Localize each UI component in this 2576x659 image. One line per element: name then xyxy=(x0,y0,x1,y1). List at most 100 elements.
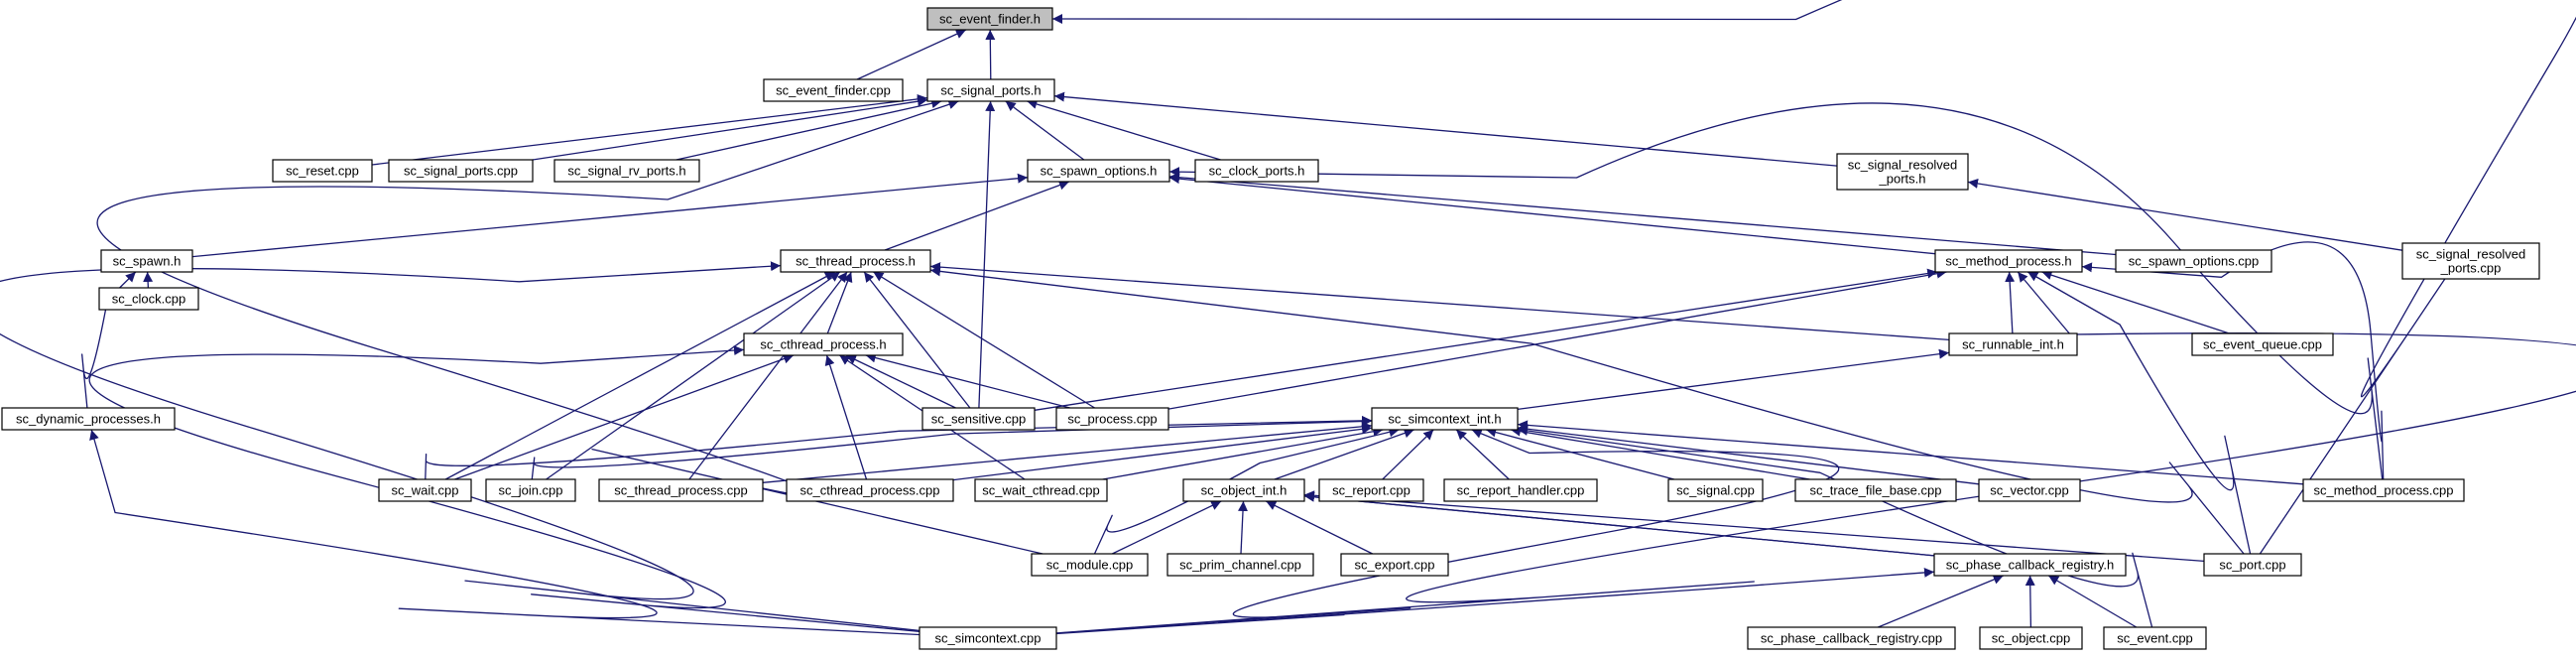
node-phase-callback-registry-h[interactable]: sc_phase_callback_registry.h xyxy=(1933,553,2127,577)
node-box xyxy=(378,478,472,502)
node-signal-ports-cpp[interactable]: sc_signal_ports.cpp xyxy=(388,159,534,183)
node-label: sc_process.cpp xyxy=(1067,412,1157,427)
node-wait-cpp[interactable]: sc_wait.cpp xyxy=(378,478,472,502)
node-label: sc_clock_ports.h xyxy=(1209,164,1305,179)
node-sensitive-cpp[interactable]: sc_sensitive.cpp xyxy=(921,407,1036,431)
node-event-finder-cpp[interactable]: sc_event_finder.cpp xyxy=(763,78,904,102)
node-dynamic-processes-h[interactable]: sc_dynamic_processes.h xyxy=(1,407,176,431)
node-box xyxy=(100,249,193,273)
edge-clock-cpp-to-spawn-h xyxy=(143,271,154,289)
edge-line xyxy=(1266,500,1373,555)
edge-sensitive-cpp-to-signal-ports-h xyxy=(978,100,996,409)
node-thread-process-cpp[interactable]: sc_thread_process.cpp xyxy=(598,478,764,502)
edge-spawn-h-to-spawn-options-h xyxy=(191,173,1029,258)
node-box xyxy=(1371,407,1519,431)
node-label: sc_trace_file_base.cpp xyxy=(1810,483,1942,498)
node-label: sc_wait_cthread.cpp xyxy=(982,483,1100,498)
edge-reset-cpp-to-signal-ports-h xyxy=(371,93,928,166)
edge-module-cpp-to-signal-ports-h xyxy=(96,99,1043,555)
node-port-cpp[interactable]: sc_port.cpp xyxy=(2203,553,2302,577)
node-object-cpp[interactable]: sc_object.cpp xyxy=(1979,626,2083,650)
node-label: sc_join.cpp xyxy=(498,483,562,498)
node-runnable-int-h[interactable]: sc_runnable_int.h xyxy=(1948,332,2078,356)
node-cthread-process-h[interactable]: sc_cthread_process.h xyxy=(743,332,904,356)
node-box xyxy=(1979,626,2083,650)
edge-report-handler-cpp-to-simcontext-int-h xyxy=(1455,429,1510,480)
node-label: _ports.h xyxy=(1879,172,1926,187)
edge-wait-cpp-to-thread-process-h xyxy=(444,271,836,480)
node-event-cpp[interactable]: sc_event.cpp xyxy=(2103,626,2207,650)
node-signal-ports-h[interactable]: sc_signal_ports.h xyxy=(926,78,1055,102)
node-wait-cthread-cpp[interactable]: sc_wait_cthread.cpp xyxy=(974,478,1108,502)
node-label: sc_signal_ports.cpp xyxy=(404,164,518,179)
node-module-cpp[interactable]: sc_module.cpp xyxy=(1031,553,1149,577)
edge-line xyxy=(444,271,836,480)
node-box xyxy=(2115,249,2272,273)
edge-line xyxy=(985,29,996,80)
edge-cthread-process-cpp-to-cthread-process-h xyxy=(824,354,868,480)
node-phase-callback-registry-cpp[interactable]: sc_phase_callback_registry.cpp xyxy=(1747,626,1956,650)
node-box xyxy=(1443,478,1598,502)
node-report-handler-cpp[interactable]: sc_report_handler.cpp xyxy=(1443,478,1598,502)
edge-vector-cpp-to-simcontext-int-h xyxy=(1517,424,1980,485)
node-report-cpp[interactable]: sc_report.cpp xyxy=(1318,478,1424,502)
node-signal-rv-ports-h[interactable]: sc_signal_rv_ports.h xyxy=(553,159,700,183)
node-label: sc_simcontext_int.h xyxy=(1388,412,1501,427)
node-box xyxy=(2191,332,2334,356)
edge-line xyxy=(2005,271,2016,334)
node-object-int-h[interactable]: sc_object_int.h xyxy=(1182,478,1305,502)
edge-line xyxy=(1055,567,1935,635)
edge-cthread-process-cpp-to-simcontext-int-h xyxy=(952,424,1373,481)
node-label: sc_signal_ports.h xyxy=(940,83,1041,98)
node-box xyxy=(1194,159,1319,183)
node-method-process-h[interactable]: sc_method_process.h xyxy=(1934,249,2083,273)
node-event-queue-cpp[interactable]: sc_event_queue.cpp xyxy=(2191,332,2334,356)
edge-sensitive-cpp-to-thread-process-h xyxy=(863,271,971,409)
edge-port-cpp-to-method-process-h xyxy=(2026,271,2252,555)
node-thread-process-h[interactable]: sc_thread_process.h xyxy=(780,249,931,273)
node-signal-resolved-ports-cpp[interactable]: sc_signal_resolved_ports.cpp xyxy=(2401,242,2540,280)
node-box xyxy=(974,478,1108,502)
edge-line xyxy=(1517,425,2153,628)
node-vector-cpp[interactable]: sc_vector.cpp xyxy=(1978,478,2081,502)
edge-line xyxy=(371,93,928,166)
node-spawn-h[interactable]: sc_spawn.h xyxy=(100,249,193,273)
edge-cthread-process-h-to-thread-process-h xyxy=(826,271,853,334)
node-process-cpp[interactable]: sc_process.cpp xyxy=(1055,407,1169,431)
edge-event-cpp-to-simcontext-int-h xyxy=(1517,425,2153,628)
node-box xyxy=(763,78,904,102)
edge-line xyxy=(531,416,1373,480)
node-spawn-options-h[interactable]: sc_spawn_options.h xyxy=(1027,159,1170,183)
node-box xyxy=(926,7,1053,31)
edge-line xyxy=(688,271,848,480)
node-signal-cpp[interactable]: sc_signal.cpp xyxy=(1667,478,1764,502)
node-simcontext-cpp[interactable]: sc_simcontext.cpp xyxy=(919,626,1057,650)
edge-line xyxy=(88,345,920,633)
edge-event-finder-cpp-to-event-finder-h xyxy=(856,29,967,80)
node-label: sc_signal_resolved xyxy=(1848,158,1958,173)
edge-line xyxy=(675,98,942,161)
node-simcontext-int-h[interactable]: sc_simcontext_int.h xyxy=(1371,407,1519,431)
node-box xyxy=(780,249,931,273)
node-signal-resolved-ports-h[interactable]: sc_signal_resolved_ports.h xyxy=(1836,153,1969,191)
node-cthread-process-cpp[interactable]: sc_cthread_process.cpp xyxy=(786,478,954,502)
edge-line xyxy=(454,353,795,480)
node-trace-file-base-cpp[interactable]: sc_trace_file_base.cpp xyxy=(1794,478,1957,502)
node-box xyxy=(1794,478,1957,502)
node-join-cpp[interactable]: sc_join.cpp xyxy=(485,478,576,502)
node-clock-cpp[interactable]: sc_clock.cpp xyxy=(98,287,199,311)
edge-line xyxy=(952,424,1373,481)
node-prim-channel-cpp[interactable]: sc_prim_channel.cpp xyxy=(1166,553,1314,577)
node-spawn-options-cpp[interactable]: sc_spawn_options.cpp xyxy=(2115,249,2272,273)
edge-sensitive-cpp-to-cthread-process-h xyxy=(845,354,956,409)
node-export-cpp[interactable]: sc_export.cpp xyxy=(1340,553,1449,577)
node-method-process-cpp[interactable]: sc_method_process.cpp xyxy=(2302,478,2465,502)
node-label: sc_report_handler.cpp xyxy=(1457,483,1585,498)
node-clock-ports-h[interactable]: sc_clock_ports.h xyxy=(1194,159,1319,183)
node-reset-cpp[interactable]: sc_reset.cpp xyxy=(272,159,373,183)
node-label: sc_reset.cpp xyxy=(286,164,359,179)
node-event-finder-h[interactable]: sc_event_finder.h xyxy=(926,7,1053,31)
edge-line xyxy=(1102,426,1384,480)
node-box xyxy=(553,159,700,183)
